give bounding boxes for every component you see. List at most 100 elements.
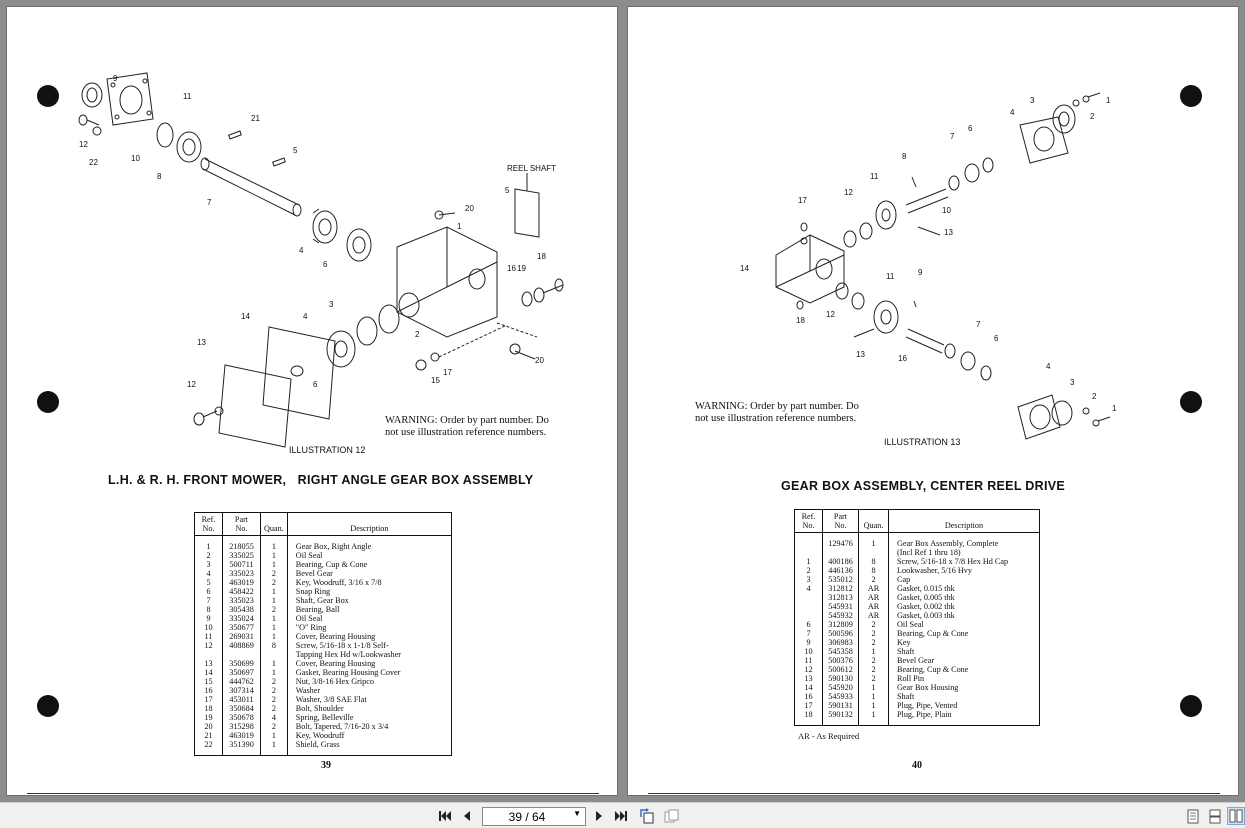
svg-text:19: 19 (517, 264, 526, 273)
punch-hole (37, 695, 59, 717)
svg-text:7: 7 (950, 132, 955, 141)
continuous-view-button[interactable] (1206, 807, 1224, 825)
rotate-button[interactable] (638, 807, 656, 825)
single-page-view-icon (1187, 809, 1199, 823)
section-heading: GEAR BOX ASSEMBLY, CENTER REEL DRIVE (781, 479, 1065, 493)
page-number-select[interactable]: 39 / 64 ▼ (482, 807, 586, 826)
next-page-button[interactable] (590, 807, 608, 825)
quantity-cell: 1 (260, 551, 288, 560)
punch-hole (37, 85, 59, 107)
warning-line: not use illustration reference numbers. (695, 412, 857, 424)
svg-text:3: 3 (1030, 96, 1035, 105)
quantity-cell: 1 (260, 668, 288, 677)
quantity-cell: 1 (260, 659, 288, 668)
description-cell: Bevel Gear (286, 569, 453, 578)
part-no-cell: 590131 (822, 701, 859, 710)
svg-text:17: 17 (443, 368, 452, 377)
svg-text:7: 7 (976, 320, 981, 329)
ref-no-cell: 22 (194, 740, 223, 756)
quantity-cell: AR (858, 584, 889, 593)
punch-hole (37, 391, 59, 413)
svg-text:11: 11 (886, 272, 895, 281)
part-no-cell: 500376 (822, 656, 859, 665)
svg-text:4: 4 (1010, 108, 1015, 117)
description-cell: Oil Seal (888, 620, 1040, 629)
svg-text:16: 16 (898, 354, 907, 363)
rotate-alt-button[interactable] (662, 807, 680, 825)
ref-no-cell (794, 532, 823, 548)
quantity-cell: 2 (260, 569, 288, 578)
ref-no-cell: 21 (194, 731, 223, 740)
description-cell: Gasket, 0.015 thk (888, 584, 1040, 593)
description-cell: Key (888, 638, 1040, 647)
ref-no-cell: 8 (194, 605, 223, 614)
last-page-icon (615, 811, 627, 821)
quantity-cell (260, 650, 288, 659)
svg-text:5: 5 (293, 146, 298, 155)
svg-text:6: 6 (968, 124, 973, 133)
quantity-cell: 1 (260, 614, 288, 623)
description-cell: Tapping Hex Hd w/Lookwasher (286, 650, 453, 659)
description-cell: Gasket, Bearing Housing Cover (286, 668, 453, 677)
ref-no-cell: 3 (194, 560, 223, 569)
description-cell: Gear Box Housing (888, 683, 1040, 692)
description-cell: Gasket, 0.003 thk (888, 611, 1040, 620)
table-row: (Incl Ref 1 thru 18) (794, 548, 1040, 557)
svg-text:6: 6 (994, 334, 999, 343)
part-no-cell: 590132 (822, 710, 859, 726)
quantity-cell: 8 (858, 557, 889, 566)
quantity-cell: 2 (260, 677, 288, 686)
first-page-button[interactable] (436, 807, 454, 825)
svg-text:12: 12 (79, 140, 88, 149)
quantity-cell: 1 (260, 587, 288, 596)
quantity-cell: 2 (260, 704, 288, 713)
description-cell: Bolt, Tapered, 7/16-20 x 3/4 (286, 722, 453, 731)
page-rule (648, 793, 1220, 794)
description-cell: Roll Pin (888, 674, 1040, 683)
svg-text:14: 14 (740, 264, 749, 273)
prev-page-button[interactable] (458, 807, 476, 825)
part-no-cell: 446136 (822, 566, 859, 575)
svg-text:3: 3 (329, 300, 334, 309)
section-heading: L.H. & R. H. FRONT MOWER, RIGHT ANGLE GE… (108, 473, 534, 487)
part-no-cell: 545933 (822, 692, 859, 701)
part-no-cell: 315298 (222, 722, 261, 731)
ref-no-cell: 4 (794, 584, 823, 593)
warning-line: not use illustration reference numbers. (385, 426, 547, 438)
description-cell: Bearing, Cup & Cone (888, 665, 1040, 674)
warning-line: WARNING: Order by part number. Do (385, 415, 549, 426)
warning-note: WARNING: Order by part number. Do not us… (695, 401, 859, 424)
svg-text:22: 22 (89, 158, 98, 167)
part-no-cell: 545932 (822, 611, 859, 620)
ref-no-cell: 11 (794, 656, 823, 665)
illustration-label: ILLUSTRATION 12 (289, 445, 366, 455)
svg-text:10: 10 (942, 206, 951, 215)
svg-text:2: 2 (1092, 392, 1097, 401)
part-no-cell: 444762 (222, 677, 261, 686)
viewer-toolbar: 39 / 64 ▼ (0, 802, 1245, 828)
ref-no-cell (794, 611, 823, 620)
single-page-view-button[interactable] (1184, 807, 1202, 825)
description-cell: Screw, 5/16-18 x 1-1/8 Self- (286, 641, 453, 650)
description-cell: Key, Woodruff, 3/16 x 7/8 (286, 578, 453, 587)
part-no-cell: 545920 (822, 683, 859, 692)
ref-no-cell: 1 (194, 535, 223, 551)
description-cell: Plug, Pipe, Plain (888, 710, 1040, 726)
two-page-view-button[interactable] (1227, 807, 1245, 825)
last-page-button[interactable] (612, 807, 630, 825)
ref-no-cell: 16 (794, 692, 823, 701)
punch-hole (1180, 695, 1202, 717)
svg-text:2: 2 (415, 330, 420, 339)
part-no-cell: 351390 (222, 740, 261, 756)
